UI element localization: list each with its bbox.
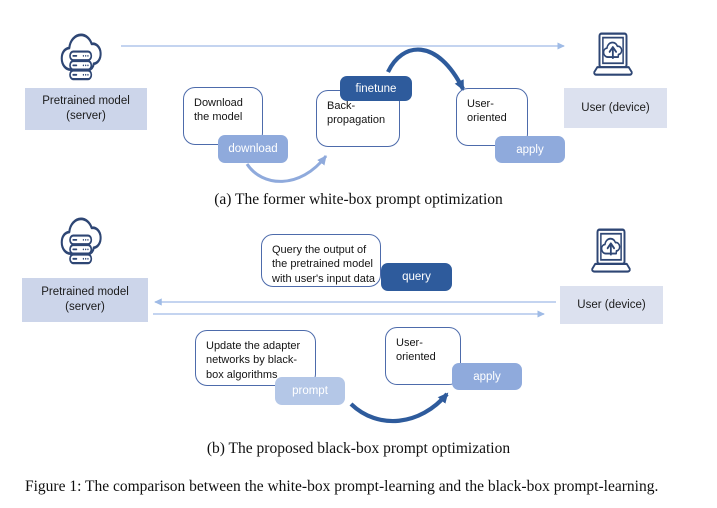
apply-button-a: apply xyxy=(495,136,565,163)
laptop-upload-icon xyxy=(591,228,631,273)
user-device-label-a: User (device) xyxy=(564,88,667,128)
query-output-box: Query the output of the pretrained model… xyxy=(261,234,381,287)
cloud-server-icon xyxy=(60,217,102,265)
arrow-prompt-to-apply xyxy=(349,392,449,424)
prompt-button: prompt xyxy=(275,377,345,405)
cloud-server-icon xyxy=(60,33,102,81)
laptop-upload-icon xyxy=(593,32,633,76)
panel-b-caption: (b) The proposed black-box prompt optimi… xyxy=(206,440,511,457)
pretrained-model-label-a: Pretrained model (server) xyxy=(25,88,147,130)
figure-caption: Figure 1: The comparison between the whi… xyxy=(25,478,659,495)
user-oriented-box-b: User- oriented xyxy=(385,327,461,385)
finetune-button: finetune xyxy=(340,76,412,101)
pretrained-model-label-b: Pretrained model (server) xyxy=(22,278,148,322)
download-button: download xyxy=(218,135,288,163)
query-button: query xyxy=(381,263,452,291)
update-adapter-box: Update the adapter networks by black- bo… xyxy=(195,330,316,386)
panel-a-caption: (a) The former white-box prompt optimiza… xyxy=(214,191,503,208)
user-device-label-b: User (device) xyxy=(560,286,663,324)
apply-button-b: apply xyxy=(452,363,522,390)
